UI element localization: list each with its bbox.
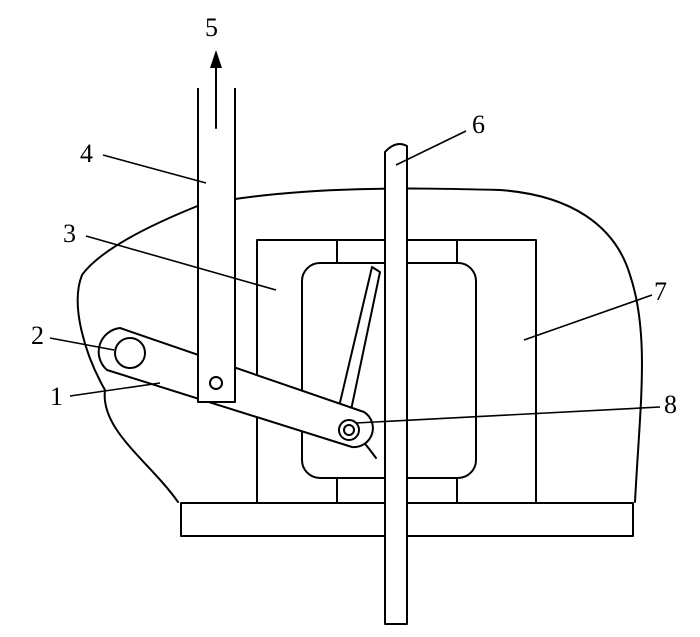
leader-line-1: [69, 382, 161, 397]
pivot-hole: [114, 337, 146, 369]
label-4: 4: [80, 139, 93, 168]
label-3: 3: [63, 219, 76, 248]
leader-line-7: [523, 294, 653, 341]
leader-line-4: [102, 154, 207, 184]
housing-outline: [76, 187, 643, 503]
pin-8-outer: [338, 419, 360, 441]
label-2: 2: [31, 321, 44, 350]
pull-rod-pin: [209, 376, 223, 390]
leader-line-2: [49, 337, 115, 351]
label-6: 6: [472, 110, 485, 139]
label-8: 8: [664, 390, 677, 419]
label-7: 7: [654, 277, 667, 306]
pull-rod: [197, 88, 236, 403]
leader-line-3: [85, 235, 277, 291]
leader-line-6: [395, 130, 467, 166]
pin-8-inner: [343, 424, 355, 436]
leader-line-8: [355, 406, 661, 424]
label-5: 5: [205, 13, 218, 42]
pull-direction-arrowhead: [210, 50, 222, 68]
vertical-bar: [384, 143, 408, 625]
label-1: 1: [50, 382, 63, 411]
